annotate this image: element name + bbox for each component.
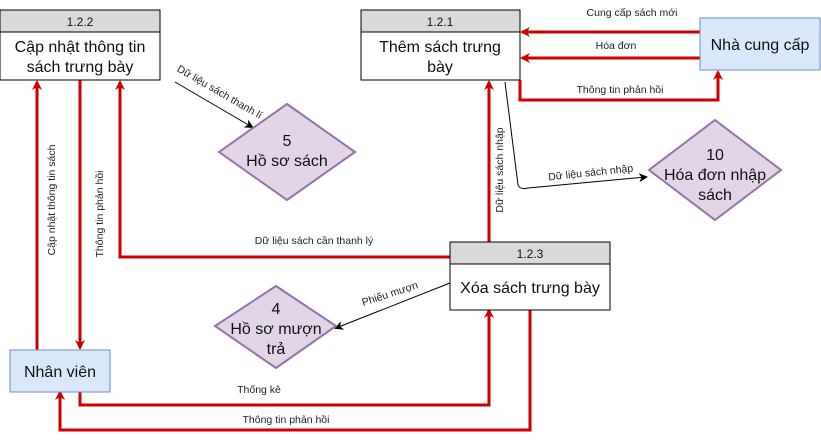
process-id: 1.2.1	[427, 15, 454, 29]
label-thong-ke: Thống kê	[237, 384, 281, 396]
label-du-lieu-nhap-store: Dữ liệu sách nhập	[548, 163, 634, 184]
process-id: 1.2.2	[67, 15, 94, 29]
process-1-2-2[interactable]: 1.2.2 Cập nhật thông tin sách trưng bày	[0, 9, 161, 81]
label-can-thanh-ly: Dữ liệu sách cần thanh lý	[255, 235, 374, 247]
store-name-line1: Hóa đơn nhập	[664, 167, 766, 184]
label-cap-nhat: Cập nhật thông tin sách	[46, 144, 58, 255]
process-name-line1: Thêm sách trưng	[379, 39, 501, 56]
store-name-line2: sách	[698, 187, 732, 204]
process-name-line2: bày	[427, 59, 453, 76]
label-thong-tin-supplier: Thông tin phản hồi	[577, 84, 664, 96]
entity-supplier-label: Nhà cung cấp	[711, 37, 810, 54]
black-flows	[174, 81, 648, 330]
store-name-line2: trả	[267, 341, 286, 358]
process-1-2-1[interactable]: 1.2.1 Thêm sách trưng bày	[360, 9, 521, 81]
label-du-lieu-nhap-vertical: Dữ liệu sách nhập	[494, 127, 506, 212]
label-thanh-li: Dữ liệu sách thanh lí	[175, 63, 264, 122]
entity-supplier[interactable]: Nhà cung cấp	[699, 17, 821, 71]
label-cung-cap: Cung cấp sách mới	[587, 7, 678, 19]
flow-thong-ke	[78, 308, 494, 407]
process-name-line2: sách trưng bày	[27, 59, 134, 76]
label-thong-tin-bottom: Thông tin phản hồi	[243, 414, 330, 426]
process-1-2-3[interactable]: 1.2.3 Xóa sách trưng bày	[449, 241, 611, 311]
red-flows	[32, 27, 723, 432]
label-phieu-muon: Phiếu mượn	[361, 279, 420, 308]
store-number: 10	[706, 147, 724, 164]
store-name-line1: Hồ sơ sách	[246, 153, 328, 170]
store-5[interactable]: 5 Hồ sơ sách	[217, 102, 357, 202]
label-hoa-don: Hóa đơn	[596, 40, 637, 52]
flow-can-thanh-ly	[115, 80, 450, 259]
store-number: 4	[272, 301, 281, 318]
store-10[interactable]: 10 Hóa đơn nhập sách	[647, 118, 783, 222]
flow-thanh-li	[174, 81, 254, 129]
store-4[interactable]: 4 Hồ sơ mượn trả	[213, 284, 338, 370]
process-id: 1.2.3	[517, 247, 544, 261]
process-name-line1: Xóa sách trưng bày	[460, 280, 600, 297]
label-thong-tin-staff: Thông tin phản hồi	[94, 171, 106, 258]
store-number: 5	[283, 133, 292, 150]
process-name-line1: Cập nhật thông tin	[15, 39, 146, 56]
entity-staff-label: Nhân viên	[24, 364, 96, 381]
store-name-line1: Hồ sơ mượn	[230, 321, 321, 338]
flow-phieu-muon	[334, 282, 451, 330]
entity-staff[interactable]: Nhân viên	[9, 349, 111, 393]
flow-du-lieu-nhap-store	[504, 81, 648, 190]
flow-thong-tin-supplier	[518, 70, 723, 102]
flow-thong-tin-bottom	[55, 310, 532, 432]
